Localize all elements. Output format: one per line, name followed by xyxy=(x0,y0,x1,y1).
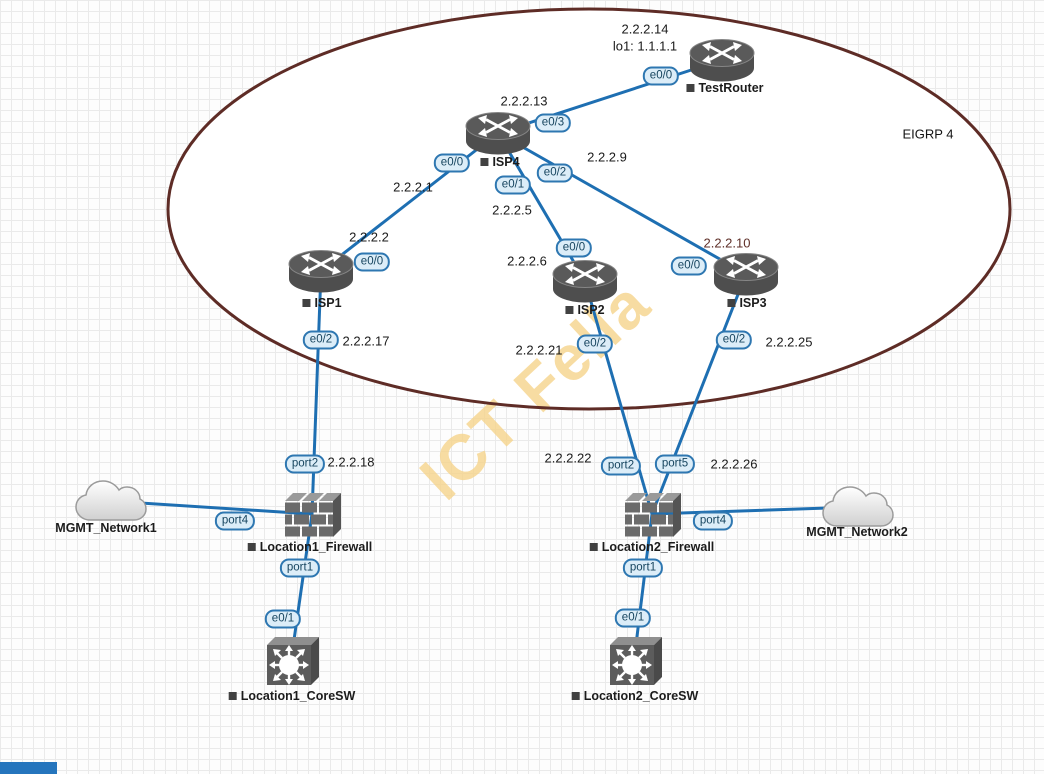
device-mgmt-network2[interactable] xyxy=(819,484,895,530)
ip-label: 2.2.2.26 xyxy=(710,456,758,472)
device-label-isp2: ISP2 xyxy=(565,303,605,317)
device-label-isp1: ISP1 xyxy=(302,296,342,310)
eigrp-annotation: EIGRP 4 xyxy=(902,126,954,142)
port-label-e0/0[interactable]: e0/0 xyxy=(642,66,680,86)
port-label-e0/1[interactable]: e0/1 xyxy=(614,608,652,628)
device-isp3[interactable] xyxy=(713,251,779,297)
port-label-e0/0[interactable]: e0/0 xyxy=(433,153,471,173)
router-icon xyxy=(552,258,618,304)
ip-label: lo1: 1.1.1.1 xyxy=(612,38,678,54)
router-icon xyxy=(689,37,755,83)
router-icon xyxy=(465,110,531,156)
firewall-icon xyxy=(281,489,343,539)
device-label-mgmt-network1: MGMT_Network1 xyxy=(55,521,156,535)
device-location1-firewall[interactable] xyxy=(281,489,343,539)
ip-label: 2.2.2.18 xyxy=(327,454,375,470)
cloud-icon xyxy=(819,484,895,530)
ip-label: 2.2.2.1 xyxy=(393,179,433,195)
port-label-port4[interactable]: port4 xyxy=(692,511,734,531)
watermark: ICT Fella xyxy=(406,266,664,514)
device-name-text: Location1_Firewall xyxy=(259,540,373,554)
port-label-port1[interactable]: port1 xyxy=(279,558,321,578)
ip-label: 2.2.2.13 xyxy=(500,93,548,109)
device-label-isp4: ISP4 xyxy=(480,155,520,169)
label-square-icon xyxy=(302,299,311,307)
label-square-icon xyxy=(480,158,489,166)
link-isp3-location2-firewall[interactable] xyxy=(650,272,748,516)
port-label-e0/0[interactable]: e0/0 xyxy=(555,238,593,258)
device-mgmt-network1[interactable] xyxy=(72,478,148,524)
ip-label: 2.2.2.21 xyxy=(515,342,563,358)
label-square-icon xyxy=(686,84,695,92)
device-label-location2-coresw: Location2_CoreSW xyxy=(571,689,699,703)
port-label-e0/2[interactable]: e0/2 xyxy=(536,163,574,183)
ip-label: 2.2.2.14 xyxy=(621,21,669,37)
label-square-icon xyxy=(247,543,256,551)
port-label-port5[interactable]: port5 xyxy=(654,454,696,474)
port-label-e0/2[interactable]: e0/2 xyxy=(715,330,753,350)
port-label-e0/0[interactable]: e0/0 xyxy=(353,252,391,272)
device-name-text: TestRouter xyxy=(698,81,764,95)
port-label-port2[interactable]: port2 xyxy=(284,454,326,474)
device-label-mgmt-network2: MGMT_Network2 xyxy=(806,525,907,539)
ip-label: 2.2.2.9 xyxy=(587,149,627,165)
device-name-text: ISP4 xyxy=(492,155,520,169)
device-name-text: Location2_CoreSW xyxy=(583,689,699,703)
device-testrouter[interactable] xyxy=(689,37,755,83)
device-location2-firewall[interactable] xyxy=(621,489,683,539)
device-name-text: ISP3 xyxy=(739,296,767,310)
label-square-icon xyxy=(565,306,574,314)
port-label-e0/2[interactable]: e0/2 xyxy=(302,330,340,350)
port-label-e0/0[interactable]: e0/0 xyxy=(670,256,708,276)
device-name-text: ISP2 xyxy=(577,303,605,317)
cloud-icon xyxy=(72,478,148,524)
device-label-location1-coresw: Location1_CoreSW xyxy=(228,689,356,703)
device-label-testrouter: TestRouter xyxy=(686,81,764,95)
device-isp4[interactable] xyxy=(465,110,531,156)
router-icon xyxy=(288,248,354,294)
router-icon xyxy=(713,251,779,297)
label-square-icon xyxy=(571,692,580,700)
ip-label: 2.2.2.25 xyxy=(765,334,813,350)
port-label-port4[interactable]: port4 xyxy=(214,511,256,531)
label-square-icon xyxy=(228,692,237,700)
device-name-text: Location2_Firewall xyxy=(601,540,715,554)
device-label-isp3: ISP3 xyxy=(727,296,767,310)
device-name-text: MGMT_Network1 xyxy=(55,521,157,535)
port-label-e0/2[interactable]: e0/2 xyxy=(576,334,614,354)
device-isp2[interactable] xyxy=(552,258,618,304)
label-square-icon xyxy=(727,299,736,307)
device-isp1[interactable] xyxy=(288,248,354,294)
port-label-e0/3[interactable]: e0/3 xyxy=(534,113,572,133)
port-label-e0/1[interactable]: e0/1 xyxy=(494,175,532,195)
device-label-location2-firewall: Location2_Firewall xyxy=(589,540,715,554)
device-location2-coresw[interactable] xyxy=(604,633,664,689)
device-label-location1-firewall: Location1_Firewall xyxy=(247,540,373,554)
label-square-icon xyxy=(589,543,598,551)
device-location1-coresw[interactable] xyxy=(261,633,321,689)
bottom-left-blue-bar xyxy=(0,762,57,774)
ip-label: 2.2.2.5 xyxy=(492,202,532,218)
device-name-text: MGMT_Network2 xyxy=(806,525,908,539)
device-name-text: Location1_CoreSW xyxy=(240,689,356,703)
ip-label: 2.2.2.17 xyxy=(342,333,390,349)
ip-label: 2.2.2.6 xyxy=(507,253,547,269)
ip-label: 2.2.2.22 xyxy=(544,450,592,466)
port-label-port2[interactable]: port2 xyxy=(600,456,642,476)
firewall-icon xyxy=(621,489,683,539)
device-name-text: ISP1 xyxy=(314,296,342,310)
port-label-port1[interactable]: port1 xyxy=(622,558,664,578)
ip-label: 2.2.2.2 xyxy=(349,229,389,245)
port-label-e0/1[interactable]: e0/1 xyxy=(264,609,302,629)
switch-icon xyxy=(604,633,664,689)
switch-icon xyxy=(261,633,321,689)
ip-label: 2.2.2.10 xyxy=(703,235,751,251)
